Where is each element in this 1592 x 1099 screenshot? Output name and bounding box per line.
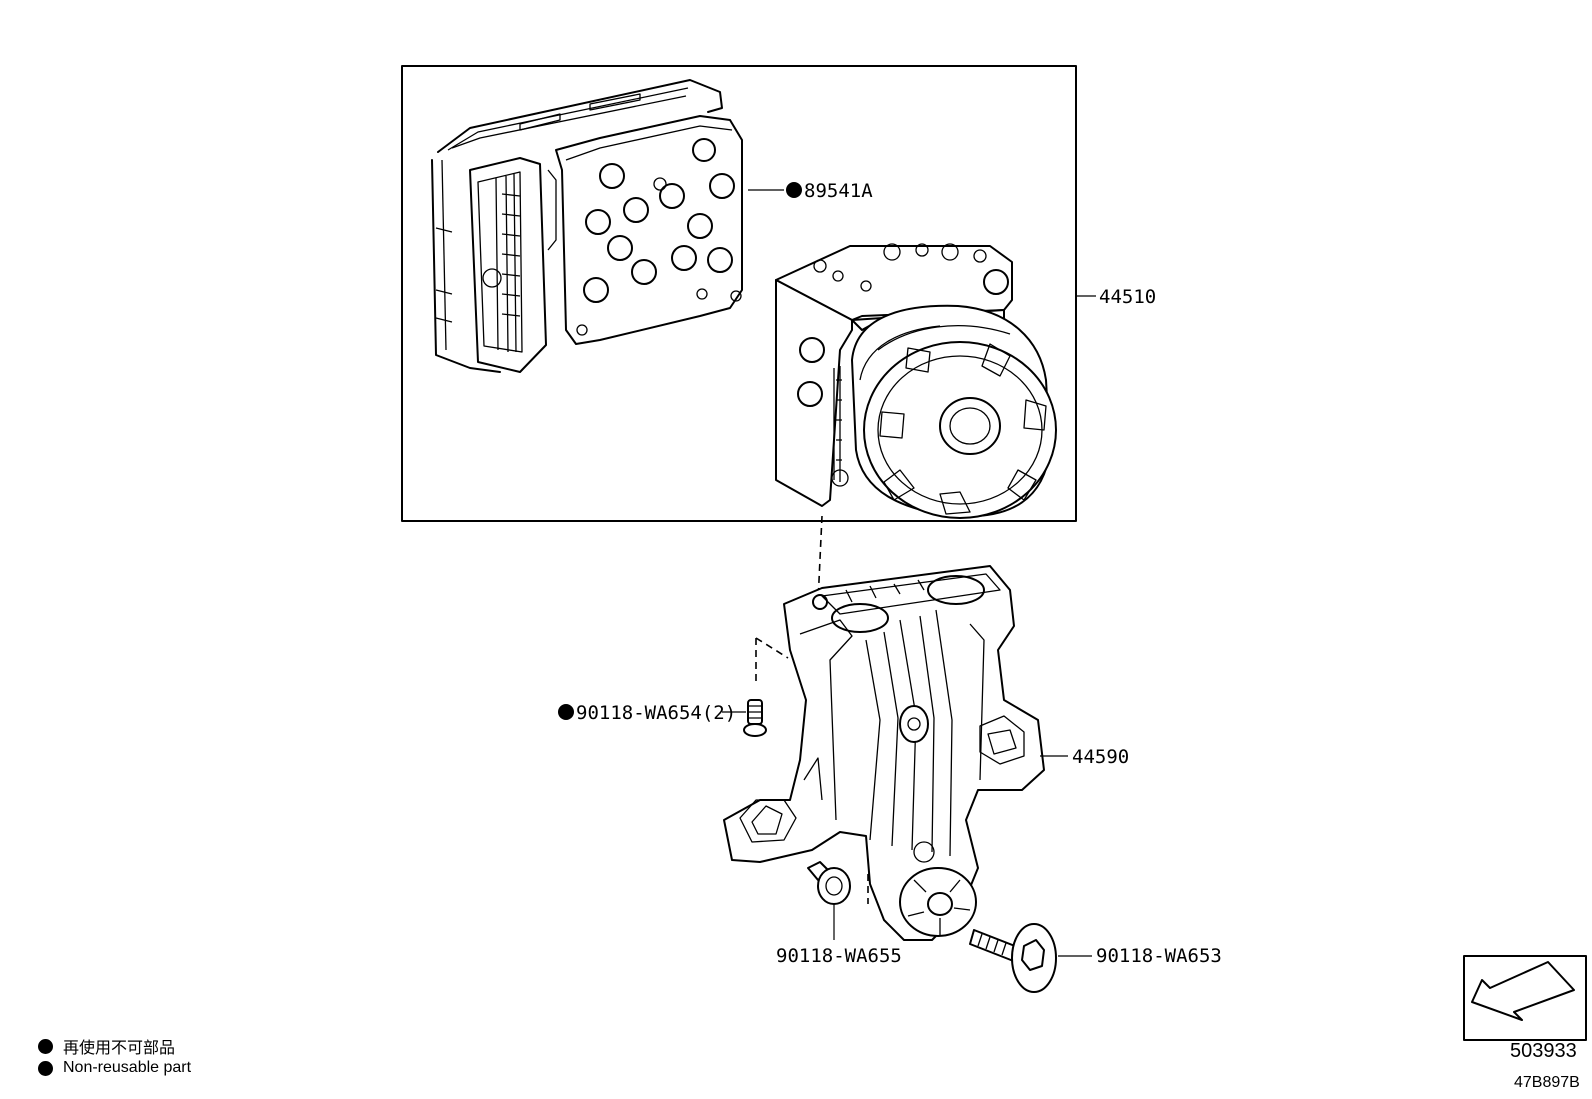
callout-bolt-right[interactable]: 90118-WA653 — [1096, 945, 1222, 967]
callout-bracket[interactable]: 44590 — [1072, 746, 1129, 768]
callout-bolt-small[interactable]: 90118-WA654(2) — [576, 702, 736, 724]
actuator-block[interactable] — [775, 243, 1013, 507]
alignment-line-block — [817, 515, 823, 603]
non-reusable-mark-bolt-small — [558, 704, 574, 720]
bolt-left[interactable] — [807, 861, 851, 905]
callout-actuator-assy[interactable]: 44510 — [1099, 286, 1156, 308]
ecu-unit[interactable] — [431, 79, 743, 373]
view-direction-box — [1463, 955, 1587, 1041]
legend-non-reusable-ja: 再使用不可部品 — [38, 1034, 175, 1058]
legend-text-ja: 再使用不可部品 — [63, 1040, 176, 1057]
bracket[interactable] — [723, 565, 1045, 941]
bolt-right[interactable] — [969, 923, 1057, 993]
callout-bolt-left[interactable]: 90118-WA655 — [776, 945, 902, 967]
callout-ecu[interactable]: 89541A — [804, 180, 873, 202]
legend-text-en: Non-reusable part — [63, 1059, 192, 1076]
drawing-code: 47B897B — [1514, 1074, 1580, 1091]
alignment-line-small-bolt — [755, 637, 789, 686]
illustration-code: 503933 — [1510, 1040, 1577, 1062]
non-reusable-bullet-icon — [38, 1060, 53, 1076]
non-reusable-mark-ecu — [786, 182, 802, 198]
assembly-frame — [401, 65, 1077, 522]
legend-non-reusable-en: Non-reusable part — [38, 1059, 191, 1077]
non-reusable-bullet-icon — [38, 1038, 53, 1054]
view-direction-arrow-icon — [1471, 961, 1575, 1021]
bolt-small[interactable] — [743, 699, 767, 737]
pump-motor[interactable] — [851, 304, 1057, 519]
